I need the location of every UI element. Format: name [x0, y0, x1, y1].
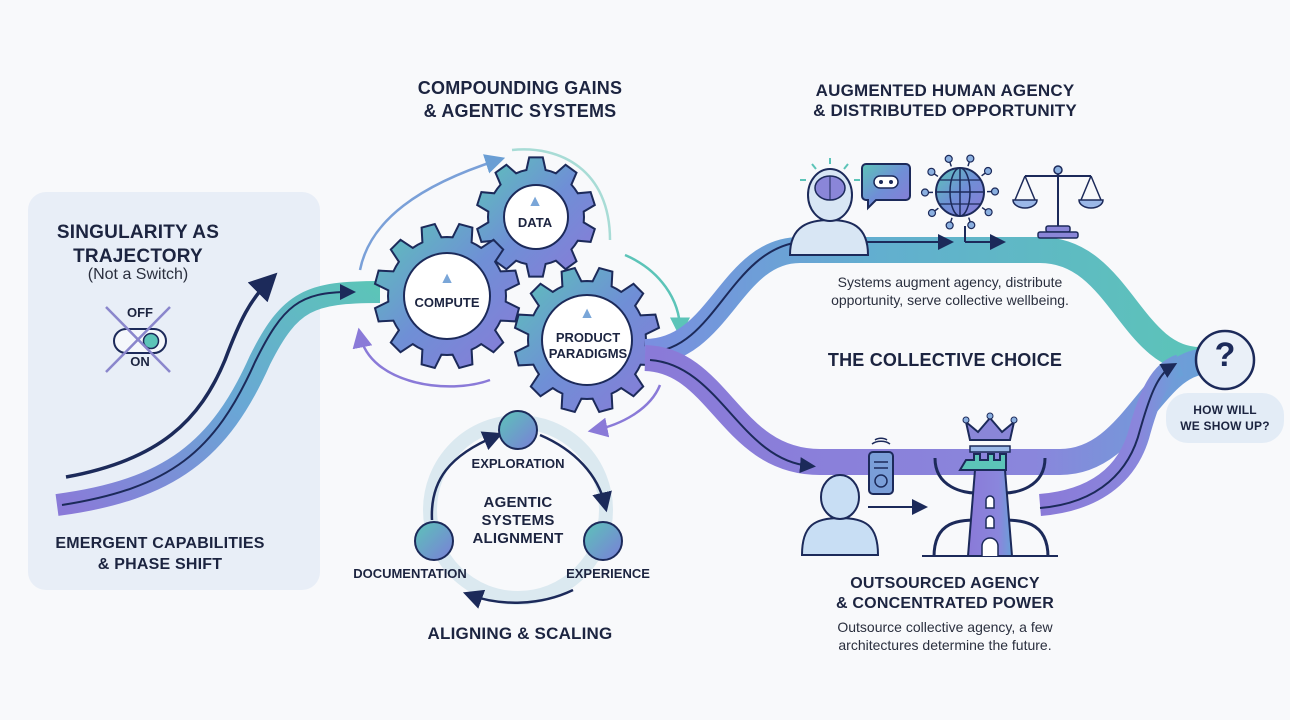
cycle-label-exploration: EXPLORATION: [471, 456, 565, 471]
gear-product-line1: PRODUCT: [555, 330, 621, 345]
gear-product-line2: PARADIGMS: [548, 346, 628, 361]
trajectory-panel: [28, 192, 320, 590]
augmented-desc-line1: Systems augment agency, distribute: [837, 274, 1063, 290]
augmented-title-line1: AUGMENTED HUMAN AGENCY: [815, 81, 1075, 100]
scales-icon: [1012, 165, 1104, 239]
trajectory-subtitle: (Not a Switch): [87, 266, 189, 283]
cycle-center-line1: AGENTIC: [483, 494, 553, 511]
globe-node: [944, 154, 953, 163]
rising-arrow: [65, 272, 278, 479]
globe-node: [990, 187, 1000, 196]
switch-off-label: OFF: [127, 305, 153, 320]
globe-node: [927, 208, 937, 218]
outsourced-title-line2: & CONCENTRATED POWER: [836, 595, 1054, 612]
up-arrow-icon: ▲: [579, 305, 595, 322]
outsourced-title-line1: OUTSOURCED AGENCY: [850, 575, 1040, 592]
outsourced-agency-title: OUTSOURCED AGENCY & CONCENTRATED POWER: [800, 574, 1090, 614]
gear-compute: [373, 222, 521, 370]
emergent-line2: & PHASE SHIFT: [97, 556, 223, 573]
person-brain-icon: [788, 158, 870, 256]
gear-product-label: PRODUCT PARADIGMS: [540, 330, 636, 362]
gear-product-paradigms: [513, 266, 661, 414]
globe-node: [927, 167, 936, 176]
globe-node: [920, 188, 930, 197]
outcome-pill: [1166, 393, 1284, 443]
network-globe-icon: [920, 154, 1000, 242]
cycle-center-line3: ALIGNMENT: [472, 530, 564, 547]
alignment-cycle: [414, 410, 623, 609]
globe-node: [966, 154, 975, 163]
gear-hub: [503, 184, 569, 250]
compounding-title-line2: & AGENTIC SYSTEMS: [423, 101, 617, 121]
cycle-center-label: AGENTIC SYSTEMS ALIGNMENT: [458, 494, 578, 548]
trajectory-title-line2: TRAJECTORY: [73, 246, 203, 267]
outcome-line2: WE SHOW UP?: [1180, 419, 1270, 433]
emergent-capabilities-label: EMERGENT CAPABILITIES & PHASE SHIFT: [40, 533, 280, 575]
outsourced-agency-description: Outsource collective agency, a few archi…: [800, 618, 1090, 654]
globe-node: [967, 221, 976, 230]
compounding-gains-title: COMPOUNDING GAINS & AGENTIC SYSTEMS: [380, 77, 660, 123]
gear-hub: [541, 294, 633, 386]
up-arrow-icon: ▲: [527, 193, 543, 210]
trajectory-title-line1: SINGULARITY AS: [56, 222, 220, 243]
lower-path: [643, 345, 1204, 516]
upper-path: [644, 234, 1202, 373]
feedback-arcs: [352, 148, 690, 438]
augmented-desc-line2: opportunity, serve collective wellbeing.: [831, 292, 1069, 308]
globe-node: [945, 221, 954, 230]
gear-data: [476, 156, 596, 278]
globe-node: [984, 208, 993, 217]
crowned-tower-icon: [922, 412, 1058, 558]
trajectory-curves: [55, 272, 381, 516]
trajectory-title: SINGULARITY AS TRAJECTORY: [28, 221, 248, 269]
how-will-we-show-up-label: HOW WILL WE SHOW UP?: [1166, 402, 1284, 434]
outsourced-desc-line2: architectures determine the future.: [838, 637, 1052, 653]
up-arrow-icon: ▲: [439, 270, 455, 287]
cycle-node-documentation: [414, 521, 454, 561]
cycle-node-exploration: [498, 410, 538, 450]
collective-choice-label: THE COLLECTIVE CHOICE: [827, 350, 1063, 370]
gear-hub: [403, 252, 491, 340]
switch-on-label: ON: [130, 354, 150, 369]
cycle-label-documentation: DOCUMENTATION: [353, 566, 467, 581]
cycle-node-experience: [583, 521, 623, 561]
question-circle-icon: [1194, 329, 1256, 391]
remote-control-icon: [868, 437, 894, 495]
trajectory-arrow: [61, 284, 356, 506]
chatbot-icon: [861, 163, 911, 211]
augmented-agency-description: Systems augment agency, distribute oppor…: [800, 273, 1100, 309]
off-on-switch-icon: [105, 306, 171, 373]
outcome-line1: HOW WILL: [1193, 403, 1257, 417]
compounding-title-line1: COMPOUNDING GAINS: [417, 78, 623, 98]
cycle-center-line2: SYSTEMS: [481, 512, 555, 529]
gear-compute-label: COMPUTE: [414, 295, 480, 310]
question-mark: ?: [1214, 336, 1236, 374]
cycle-label-experience: EXPERIENCE: [566, 566, 650, 581]
gear-data-label: DATA: [517, 215, 553, 230]
person-icon: [800, 474, 928, 556]
outsourced-desc-line1: Outsource collective agency, a few: [837, 619, 1053, 635]
emergent-line1: EMERGENT CAPABILITIES: [55, 535, 265, 552]
augmented-title-line2: & DISTRIBUTED OPPORTUNITY: [813, 101, 1077, 120]
aligning-scaling-caption: ALIGNING & SCALING: [427, 624, 613, 643]
augmented-agency-title: AUGMENTED HUMAN AGENCY & DISTRIBUTED OPP…: [800, 81, 1090, 121]
globe-node: [983, 166, 993, 176]
